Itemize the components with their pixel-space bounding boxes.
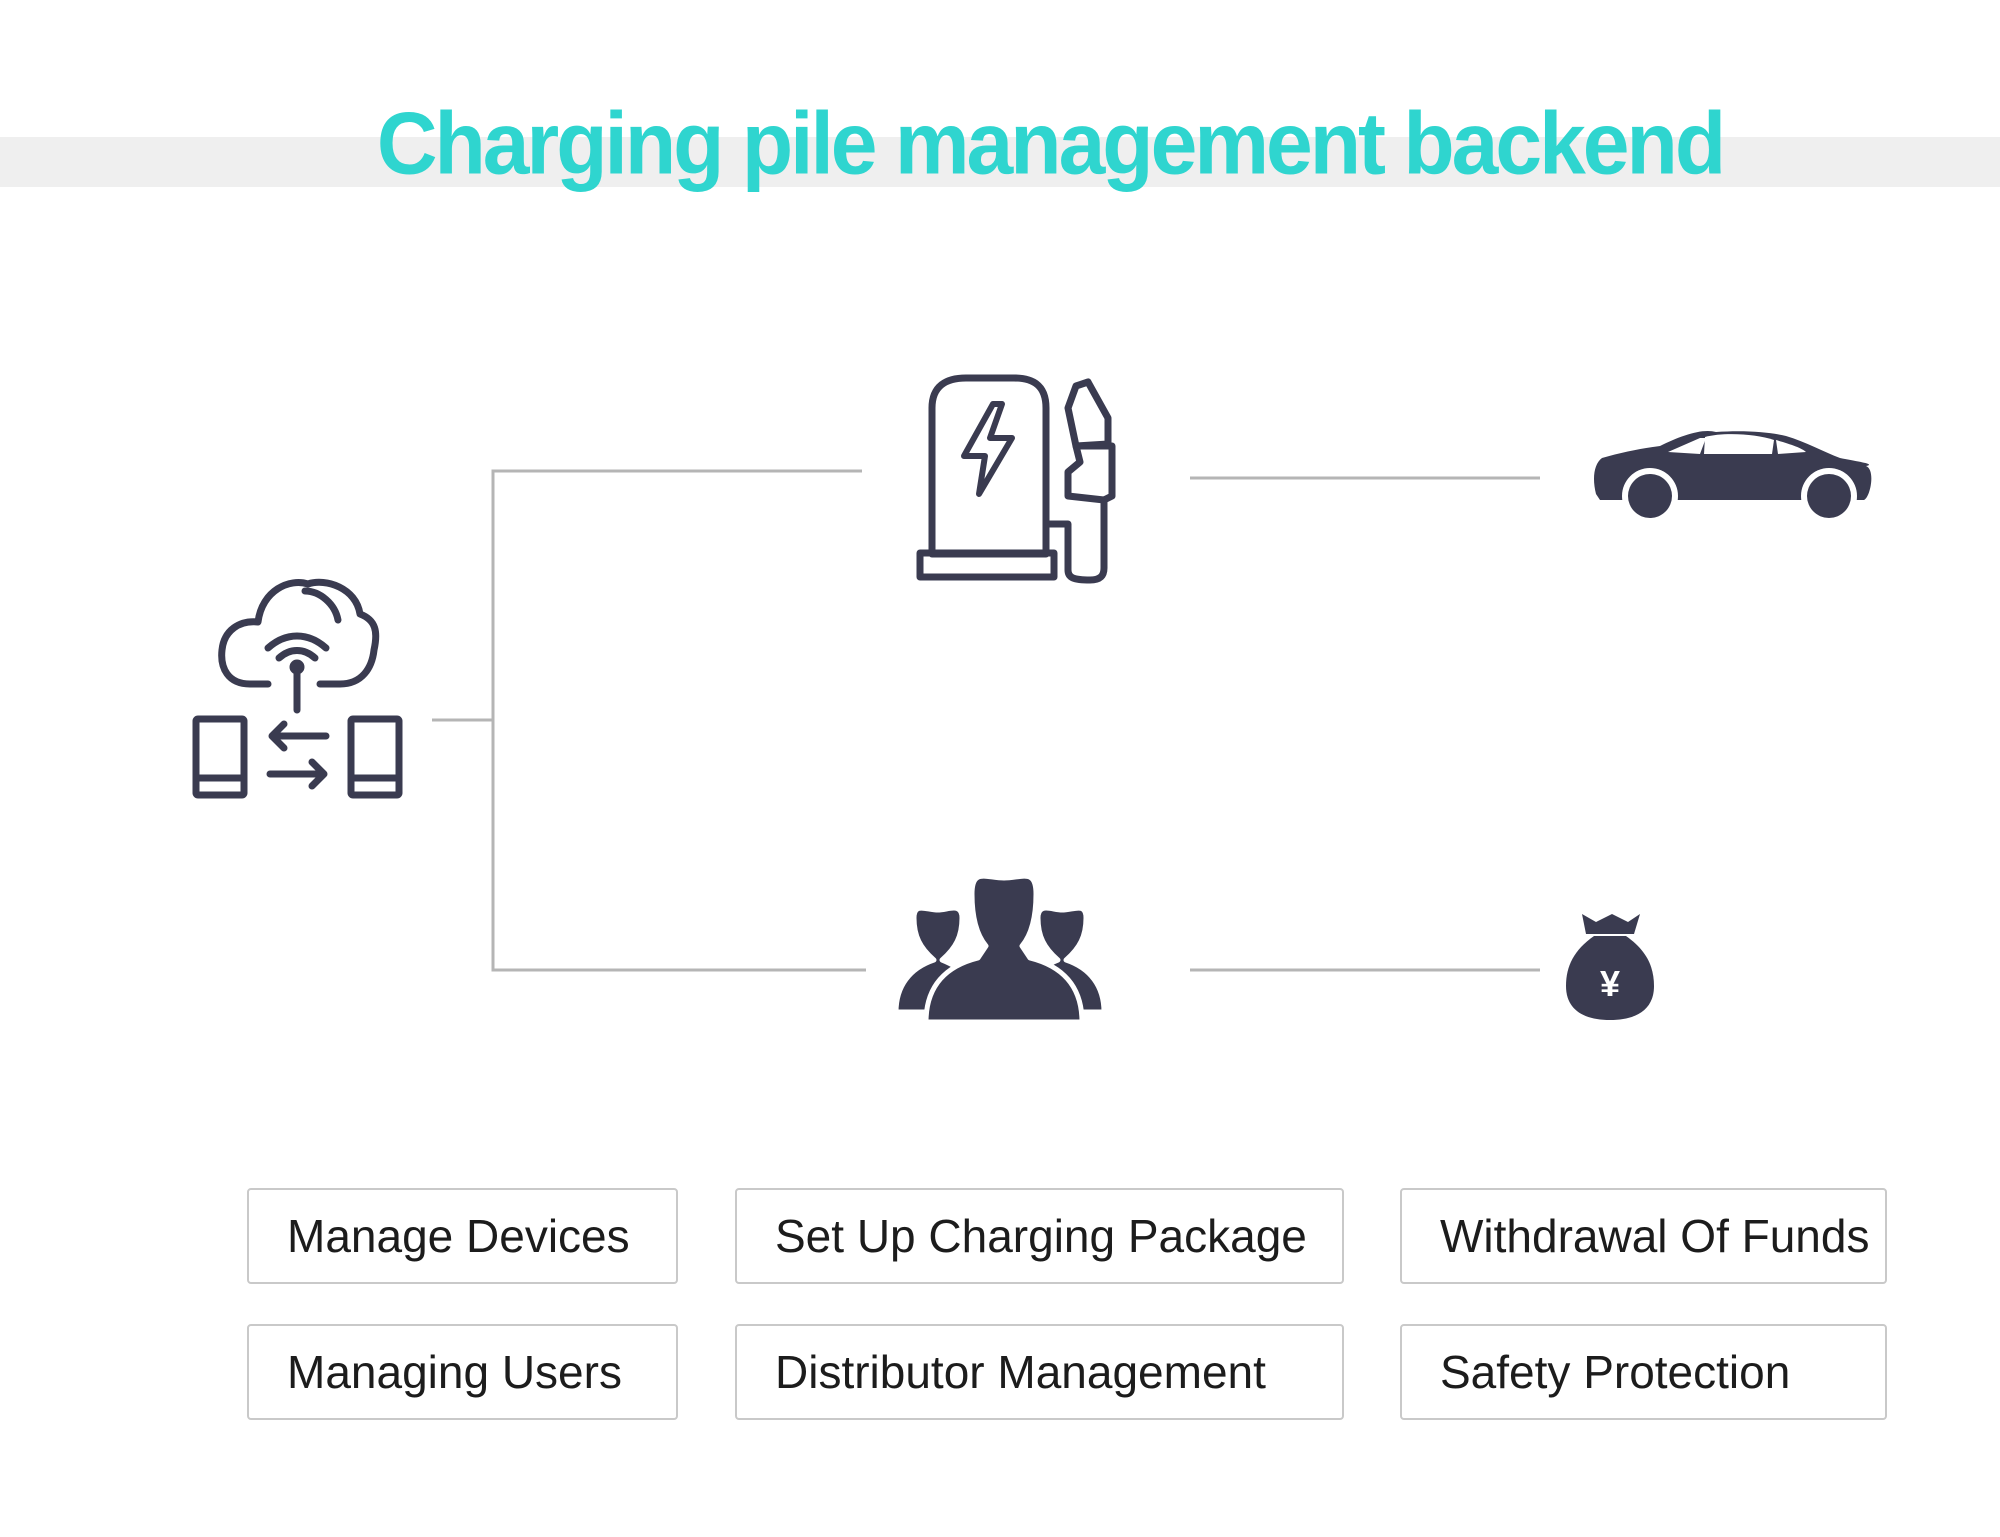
charging-station-icon (916, 374, 1116, 584)
car-icon (1594, 430, 1872, 524)
feature-label: Managing Users (287, 1346, 622, 1398)
feature-withdrawal-of-funds[interactable]: Withdrawal Of Funds (1400, 1188, 1887, 1284)
connector-hub-branch (491, 469, 866, 972)
feature-manage-devices[interactable]: Manage Devices (247, 1188, 678, 1284)
feature-label: Manage Devices (287, 1210, 630, 1262)
money-bag-icon: ¥ (1566, 914, 1654, 1020)
users-icon (893, 873, 1107, 1025)
feature-label: Distributor Management (775, 1346, 1266, 1398)
feature-label: Safety Protection (1440, 1346, 1791, 1398)
title-band (0, 137, 2000, 187)
connector-lines (432, 469, 1540, 972)
feature-safety-protection[interactable]: Safety Protection (1400, 1324, 1887, 1420)
feature-label: Set Up Charging Package (775, 1210, 1307, 1262)
page-title: Charging pile management backend (376, 93, 1726, 193)
money-bag-symbol: ¥ (1600, 963, 1620, 1004)
feature-distributor-management[interactable]: Distributor Management (735, 1324, 1344, 1420)
feature-charging-package[interactable]: Set Up Charging Package (735, 1188, 1344, 1284)
cloud-server-icon (192, 578, 403, 799)
feature-label: Withdrawal Of Funds (1440, 1210, 1870, 1262)
feature-managing-users[interactable]: Managing Users (247, 1324, 678, 1420)
